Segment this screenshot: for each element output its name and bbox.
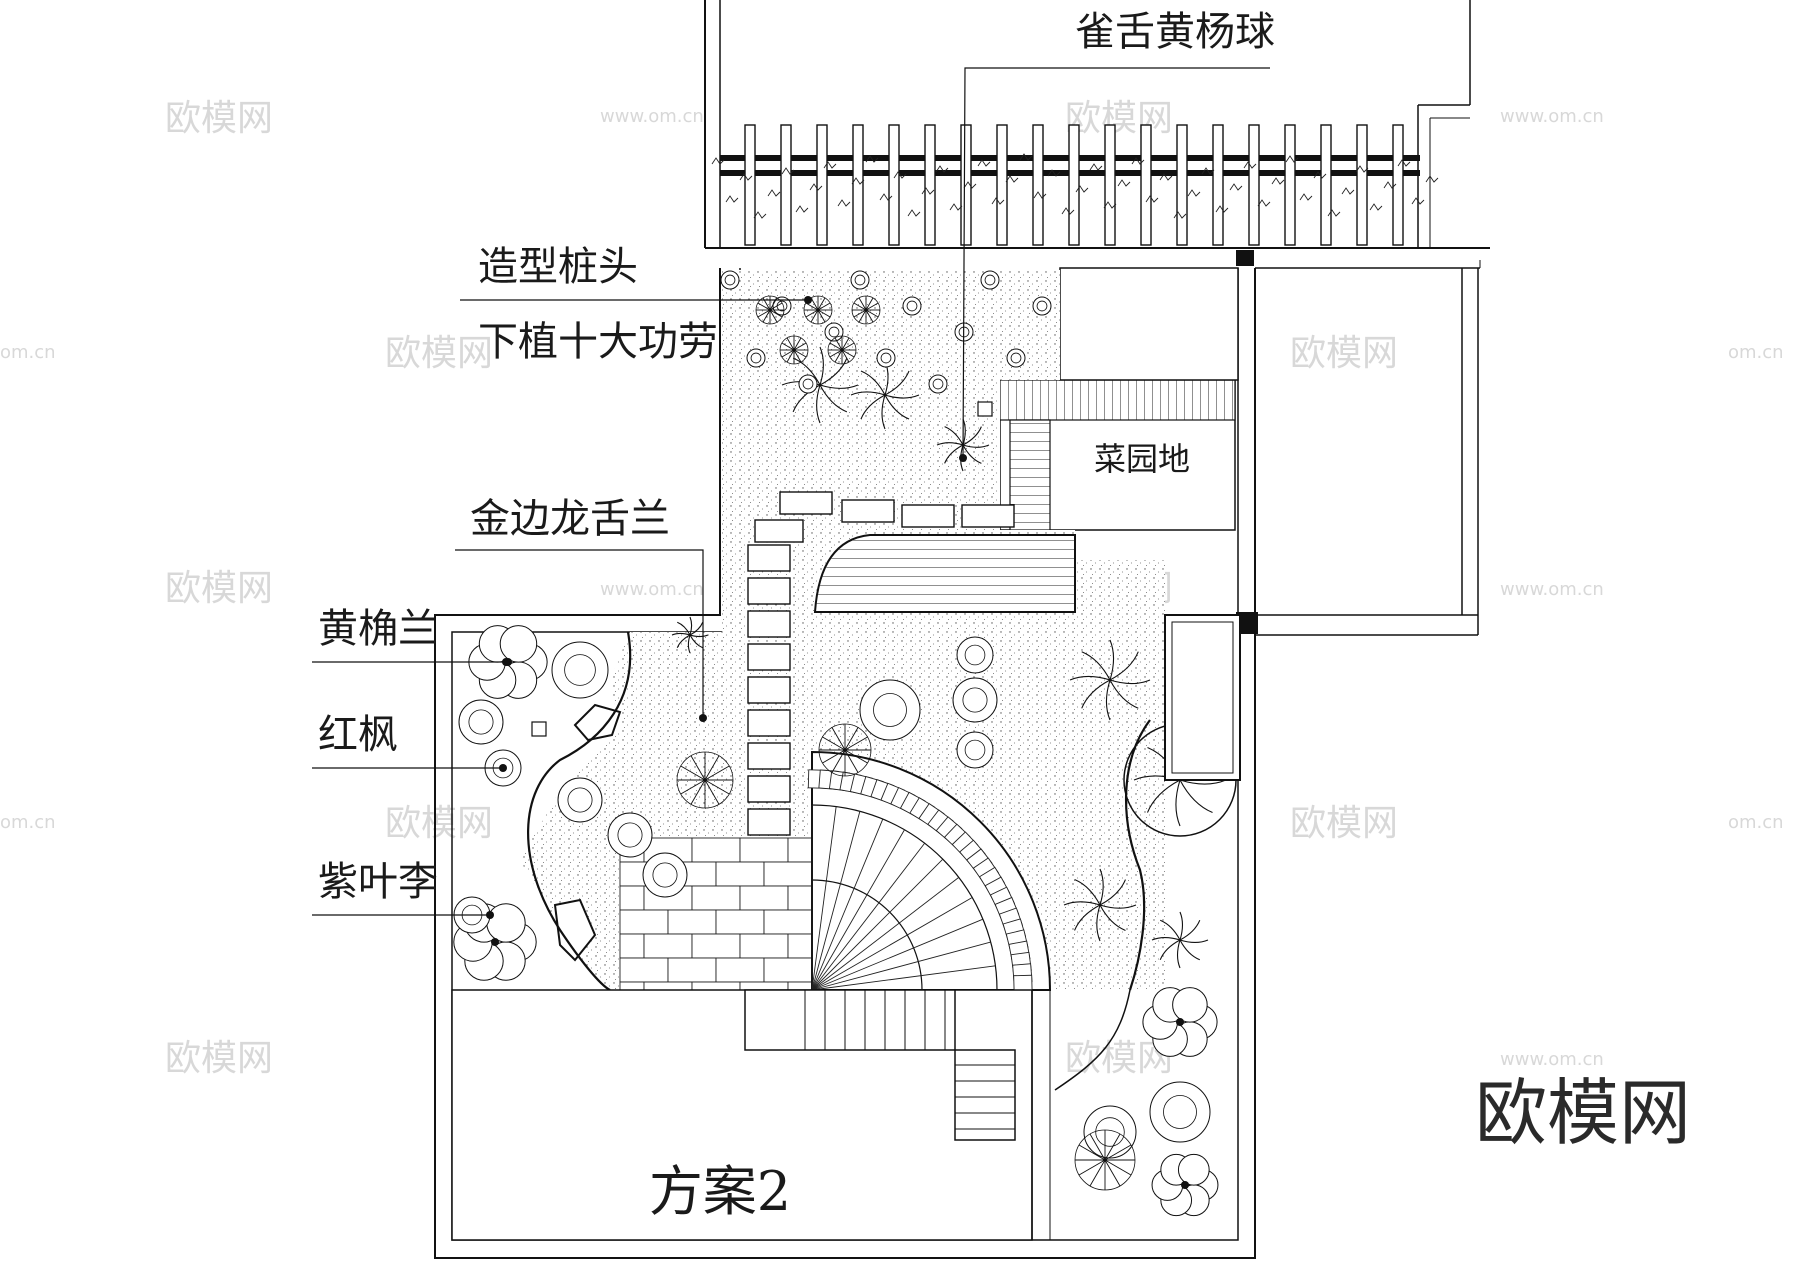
top-fence-zone [704, 0, 1490, 266]
watermark-url: www.om.cn [600, 579, 704, 600]
vegetable-garden-area: 菜园地 [999, 267, 1239, 531]
vegetable-garden-label: 菜园地 [1094, 440, 1190, 478]
label-zhuangtou: 造型桩头 [478, 244, 638, 290]
curved-wood-deck [813, 534, 1076, 613]
fan-paving [807, 750, 1052, 995]
lower-structures: 方案2 [451, 989, 1051, 1241]
watermark-text: 欧模网 [1290, 803, 1398, 844]
label-huangchanlan: 黄桷兰 [318, 606, 438, 652]
watermark-url: www.om.cn [600, 106, 704, 127]
watermark-url: om.cn [0, 812, 56, 833]
watermark-url: www.om.cn [1500, 106, 1604, 127]
label-quezhe: 雀舌黄杨球 [1075, 9, 1275, 55]
watermark-text: 欧模网 [385, 333, 493, 374]
label-longshelan: 金边龙舌兰 [470, 496, 670, 542]
watermark-text: 欧模网 [385, 803, 493, 844]
planting-layer [453, 270, 1237, 1217]
watermark-text: 欧模网 [1290, 333, 1398, 374]
watermark-url: om.cn [0, 342, 56, 363]
watermark-url: om.cn [1728, 812, 1784, 833]
annotation-layer: 雀舌黄杨球 造型桩头 下植十大功劳 金边龙舌兰 黄桷兰 红枫 紫叶李 [312, 9, 1275, 919]
watermark-text: 欧模网 [165, 568, 273, 609]
watermark-url: www.om.cn [1500, 1049, 1604, 1070]
raised-planter [1164, 614, 1241, 781]
label-ziyeli: 紫叶李 [318, 859, 438, 905]
label-shidagonglao: 下植十大功劳 [478, 319, 718, 365]
watermark-url: om.cn [1728, 342, 1784, 363]
plan-title: 方案2 [649, 1160, 791, 1223]
watermark-text: 欧模网 [165, 1038, 273, 1079]
label-hongfeng: 红枫 [318, 712, 398, 758]
watermark-text: 欧模网 [1065, 98, 1173, 139]
watermark-text: 欧模网 [165, 98, 273, 139]
watermark-url: www.om.cn [1500, 579, 1604, 600]
brand-logo: 欧模网 [1475, 1071, 1691, 1155]
stepping-stone-path [747, 491, 1015, 836]
